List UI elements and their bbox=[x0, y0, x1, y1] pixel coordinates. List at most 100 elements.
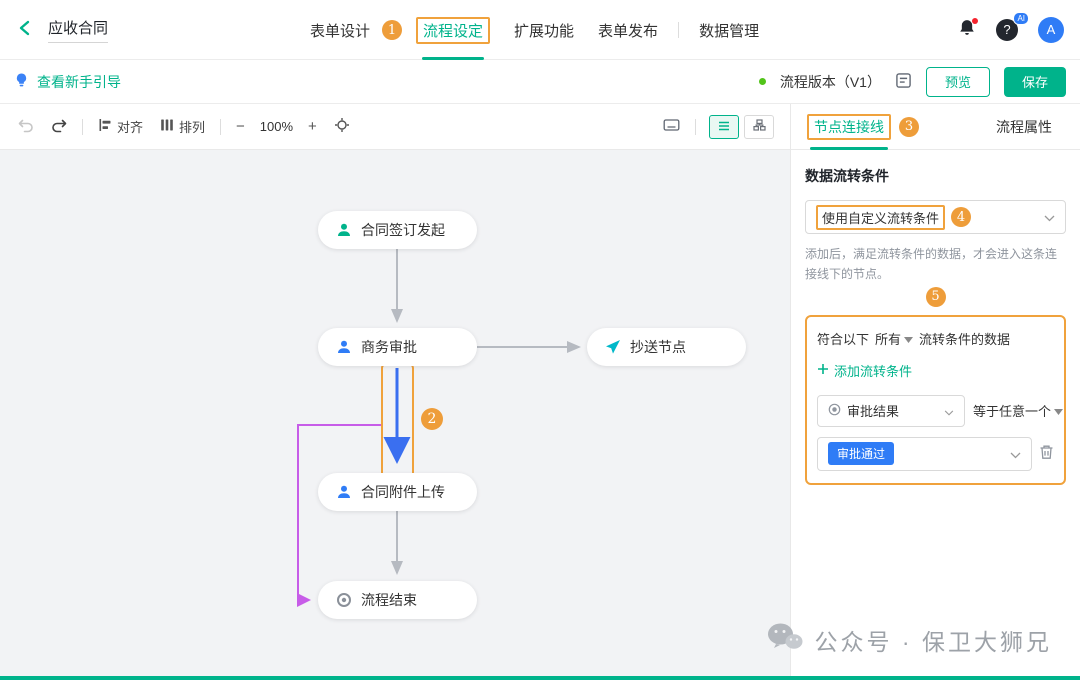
match-mode-select[interactable]: 所有 bbox=[875, 329, 914, 348]
notification-dot bbox=[972, 18, 978, 24]
flow-canvas[interactable]: 合同签订发起 商务审批 抄送节点 合同附件上传 流程结束 bbox=[0, 150, 790, 676]
tab-data-management[interactable]: 数据管理 bbox=[695, 0, 763, 60]
help-button[interactable]: ? AI bbox=[996, 11, 1029, 41]
list-view-icon bbox=[718, 119, 730, 134]
tab-form-design-label: 表单设计 bbox=[310, 22, 371, 40]
tab-extensions-label: 扩展功能 bbox=[514, 22, 575, 40]
plus-icon bbox=[817, 363, 829, 378]
field-select-value: 审批结果 bbox=[847, 404, 900, 420]
panel-tab-connector[interactable]: 节点连接线 bbox=[807, 104, 891, 150]
radio-field-icon bbox=[828, 403, 841, 419]
node-cc[interactable]: 抄送节点 bbox=[587, 328, 746, 366]
notification-button[interactable] bbox=[958, 18, 978, 40]
watermark: 公众号 · 保卫大狮兄 bbox=[767, 622, 1052, 658]
operator-value: 等于任意一个 bbox=[973, 404, 1052, 420]
toolbar-divider bbox=[695, 118, 696, 135]
hint-text: 添加后，满足流转条件的数据，才会进入这条连接线下的节点。 bbox=[805, 247, 1058, 282]
align-button[interactable]: 对齐 bbox=[96, 115, 145, 138]
redo-button[interactable] bbox=[49, 116, 69, 138]
crosshair-icon bbox=[334, 117, 350, 136]
tab-form-design[interactable]: 表单设计 bbox=[306, 0, 374, 60]
add-condition-label: 添加流转条件 bbox=[834, 363, 913, 379]
properties-panel: 节点连接线 3 流程属性 数据流转条件 使用自定义流转条件 4 添加后，满足流转… bbox=[790, 104, 1080, 676]
save-button[interactable]: 保存 bbox=[1003, 66, 1066, 97]
flow-edges bbox=[297, 249, 581, 607]
undo-button[interactable] bbox=[16, 116, 36, 138]
node-business-approval-label: 商务审批 bbox=[361, 339, 417, 355]
keyboard-shortcuts-button[interactable] bbox=[661, 116, 682, 137]
match-mode-value: 所有 bbox=[875, 331, 902, 347]
arrange-icon bbox=[160, 118, 174, 135]
keyboard-icon bbox=[663, 118, 680, 135]
condition-field-row: 审批结果 等于任意一个 bbox=[817, 394, 1064, 427]
view-toggle-list[interactable] bbox=[709, 114, 739, 139]
node-end[interactable]: 流程结束 bbox=[318, 581, 477, 619]
tab-process-settings[interactable]: 流程设定 bbox=[412, 0, 494, 60]
process-version-label: 流程版本（V1） bbox=[779, 73, 881, 90]
newbie-guide-link[interactable]: 查看新手引导 bbox=[37, 73, 121, 90]
top-bar: 应收合同 表单设计 1 流程设定 扩展功能 表单发布 数据管理 ? AI A bbox=[0, 0, 1080, 60]
zoom-in-button[interactable]: + bbox=[308, 118, 317, 135]
operator-select[interactable]: 等于任意一个 bbox=[973, 401, 1064, 420]
release-note-button[interactable] bbox=[895, 72, 912, 92]
tab-extensions[interactable]: 扩展功能 bbox=[510, 0, 578, 60]
view-toggle-group bbox=[709, 114, 774, 139]
panel-body: 数据流转条件 使用自定义流转条件 4 添加后，满足流转条件的数据，才会进入这条连… bbox=[791, 150, 1080, 676]
tab-divider bbox=[678, 22, 680, 38]
annotation-badge-1: 1 bbox=[382, 20, 403, 40]
arrange-button[interactable]: 排列 bbox=[158, 115, 207, 138]
process-end-icon bbox=[336, 592, 352, 608]
version-status-dot bbox=[758, 78, 766, 85]
preview-button[interactable]: 预览 bbox=[925, 66, 990, 97]
trash-icon bbox=[1039, 444, 1054, 463]
view-toggle-map[interactable] bbox=[744, 114, 774, 139]
main-tabs: 表单设计 1 流程设定 扩展功能 表单发布 数据管理 bbox=[306, 0, 763, 60]
tab-form-publish[interactable]: 表单发布 bbox=[594, 0, 662, 60]
note-icon bbox=[895, 72, 912, 92]
value-tag: 审批通过 bbox=[828, 442, 895, 466]
condition-type-select[interactable]: 使用自定义流转条件 4 bbox=[805, 200, 1066, 234]
panel-tab-process-props[interactable]: 流程属性 bbox=[996, 104, 1052, 150]
chevron-left-icon bbox=[16, 18, 36, 41]
edge-approval-to-end[interactable] bbox=[297, 424, 382, 607]
approver-person-icon bbox=[336, 339, 352, 355]
watermark-text: 公众号 · 保卫大狮兄 bbox=[814, 629, 1052, 655]
ai-badge: AI bbox=[1013, 11, 1029, 26]
add-condition-button[interactable]: 添加流转条件 bbox=[817, 361, 1054, 380]
align-label: 对齐 bbox=[117, 120, 144, 135]
bottom-accent-bar bbox=[0, 676, 1080, 680]
arrange-label: 排列 bbox=[179, 120, 206, 135]
node-cc-label: 抄送节点 bbox=[630, 339, 686, 355]
zoom-out-button[interactable]: − bbox=[236, 118, 245, 135]
back-button[interactable] bbox=[16, 18, 36, 41]
field-select[interactable]: 审批结果 bbox=[817, 394, 965, 427]
chevron-down-icon bbox=[1010, 446, 1021, 462]
bell-icon bbox=[958, 19, 976, 40]
panel-tabs: 节点连接线 3 流程属性 bbox=[791, 104, 1080, 150]
badge-5-row: 5 bbox=[805, 286, 1066, 307]
node-attachment-upload[interactable]: 合同附件上传 bbox=[318, 473, 477, 511]
annotation-badge-2: 2 bbox=[421, 408, 443, 430]
node-end-label: 流程结束 bbox=[361, 592, 417, 608]
value-select[interactable]: 审批通过 bbox=[817, 436, 1032, 471]
undo-icon bbox=[18, 118, 34, 136]
toolbar-divider bbox=[220, 118, 222, 135]
user-avatar[interactable]: A bbox=[1038, 16, 1064, 43]
page-title[interactable]: 应收合同 bbox=[48, 17, 109, 43]
tab-form-publish-label: 表单发布 bbox=[598, 22, 659, 40]
initiator-person-icon bbox=[336, 222, 352, 238]
tab-process-settings-label: 流程设定 bbox=[416, 16, 491, 44]
main-area: 对齐 排列 − 100% + bbox=[0, 104, 1080, 676]
node-business-approval[interactable]: 商务审批 bbox=[318, 328, 477, 366]
locate-button[interactable] bbox=[332, 115, 352, 138]
delete-condition-button[interactable] bbox=[1039, 444, 1054, 463]
annotation-badge-5: 5 bbox=[925, 286, 946, 307]
condition-panel: 符合以下 所有 流转条件的数据 添加流转条件 bbox=[805, 314, 1066, 485]
node-start[interactable]: 合同签订发起 bbox=[318, 211, 477, 249]
panel-tab-process-props-label: 流程属性 bbox=[996, 118, 1052, 135]
caret-down-icon bbox=[904, 331, 914, 346]
sitemap-view-icon bbox=[752, 119, 766, 134]
sub-bar: 查看新手引导 流程版本（V1） 预览 保存 bbox=[0, 60, 1080, 104]
question-mark-icon: ? bbox=[1003, 22, 1011, 37]
approver-person-icon bbox=[336, 484, 352, 500]
